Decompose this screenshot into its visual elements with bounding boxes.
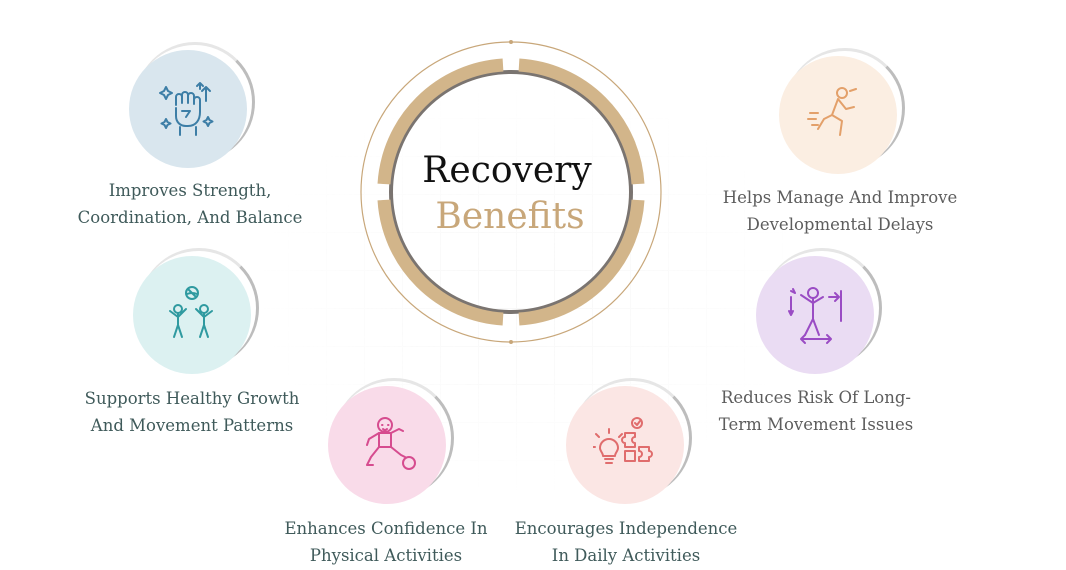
gold-arc-segments [377, 58, 645, 326]
node-shadow-arc [334, 378, 454, 498]
benefit-confidence-label: Enhances Confidence In Physical Activiti… [256, 515, 516, 569]
label-line-2: Physical Activities [309, 546, 463, 565]
benefit-movement-risk-node [756, 248, 882, 376]
node-disc [756, 256, 874, 374]
benefit-independence-label: Encourages Independence In Daily Activit… [496, 515, 756, 569]
lightbulb-puzzle-icon [593, 417, 653, 464]
person-balance-icon [788, 287, 842, 344]
benefit-movement-risk-label: Reduces Risk Of Long- Term Movement Issu… [686, 384, 946, 438]
fist-strength-icon [159, 82, 214, 136]
node-shadow-arc [572, 378, 692, 498]
gold-arc-bottom-right [518, 199, 645, 326]
node-disc [129, 50, 247, 168]
label-line-1: Reduces Risk Of Long- [720, 388, 912, 407]
benefit-independence-node [566, 378, 692, 506]
node-shadow-arc [785, 48, 905, 168]
kids-playing-ball-icon [169, 286, 213, 338]
title-line-2: Benefits [435, 196, 585, 237]
gold-arc-top-right [518, 58, 645, 185]
label-line-2: Term Movement Issues [718, 415, 914, 434]
node-disc [566, 386, 684, 504]
node-disc [779, 56, 897, 174]
benefit-strength-node [129, 42, 255, 170]
gold-arc-bottom-left [377, 199, 504, 326]
label-line-1: Supports Healthy Growth [84, 389, 300, 408]
benefit-confidence-node [328, 378, 454, 506]
benefit-developmental-label: Helps Manage And Improve Developmental D… [710, 184, 970, 238]
node-shadow-arc [135, 42, 255, 162]
node-disc [133, 256, 251, 374]
benefit-growth-label: Supports Healthy Growth And Movement Pat… [62, 385, 322, 439]
label-line-2: Coordination, And Balance [77, 208, 303, 227]
inner-dark-ring [389, 70, 633, 314]
label-line-1: Helps Manage And Improve [722, 188, 958, 207]
label-line-1: Encourages Independence [514, 519, 738, 538]
benefit-growth-node [133, 248, 259, 376]
node-shadow-arc [139, 248, 259, 368]
child-kicking-ball-icon [366, 417, 416, 470]
node-disc [328, 386, 446, 504]
title-line-1: Recovery [422, 150, 592, 191]
label-line-2: In Daily Activities [551, 546, 701, 565]
benefit-strength-label: Improves Strength, Coordination, And Bal… [60, 177, 320, 231]
label-line-2: Developmental Delays [746, 215, 934, 234]
label-line-1: Improves Strength, [108, 181, 272, 200]
node-shadow-arc [762, 248, 882, 368]
running-person-icon [807, 87, 857, 136]
ring-dot-top [509, 40, 513, 44]
gold-arc-top-left [377, 58, 504, 185]
ring-dot-bottom [509, 340, 513, 344]
label-line-2: And Movement Patterns [90, 416, 294, 435]
outer-thin-ring [360, 41, 662, 343]
benefit-developmental-node [779, 48, 905, 176]
label-line-1: Enhances Confidence In [284, 519, 488, 538]
